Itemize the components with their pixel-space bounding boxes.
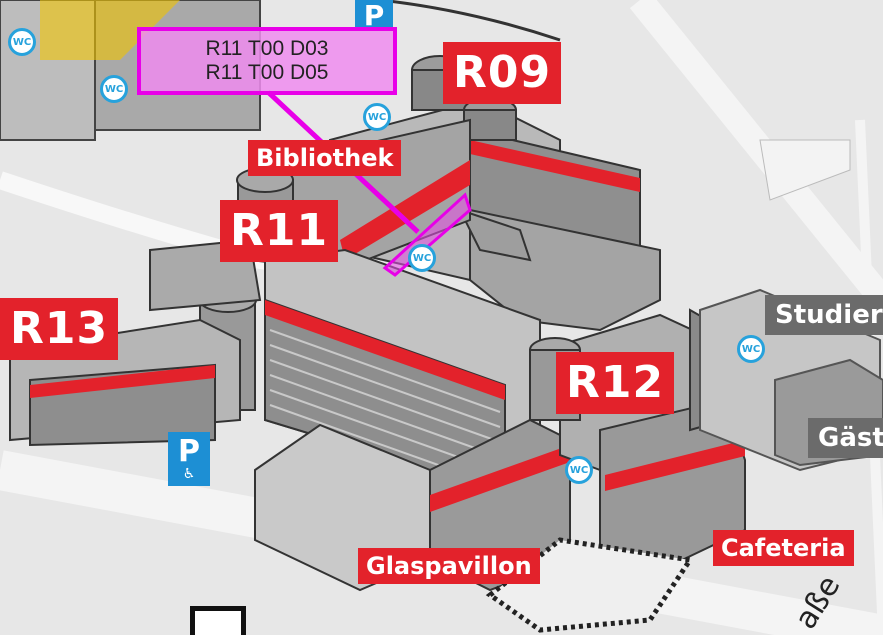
highlight-room-marker bbox=[382, 192, 472, 277]
accessible-parking-icon: P ♿ bbox=[168, 432, 210, 486]
label-studiere: Studiere bbox=[765, 295, 883, 335]
label-r13: R13 bbox=[0, 298, 119, 360]
room-highlight-box: R11 T00 D03 R11 T00 D05 bbox=[137, 27, 397, 95]
building-outline bbox=[759, 139, 851, 201]
wc-icon: WC bbox=[565, 456, 593, 484]
label-cafeteria: Cafeteria bbox=[713, 530, 854, 566]
room-label: R11 T00 D03 bbox=[205, 36, 329, 60]
label-r12: R12 bbox=[556, 352, 675, 414]
label-bibliothek: Bibliothek bbox=[248, 140, 402, 176]
wheelchair-icon: ♿ bbox=[182, 466, 196, 482]
parking-icon: P bbox=[355, 0, 393, 32]
label-gaeste: Gäst bbox=[808, 418, 883, 458]
label-r11-text: R11 bbox=[230, 205, 329, 256]
label-bibliothek-text: Bibliothek bbox=[256, 144, 394, 172]
footpath bbox=[379, 0, 561, 42]
building-top-left bbox=[40, 0, 180, 60]
building-r13 bbox=[30, 365, 215, 398]
label-r13-text: R13 bbox=[10, 303, 109, 354]
label-studiere-text: Studiere bbox=[775, 300, 883, 330]
room-label: R11 T00 D05 bbox=[205, 61, 329, 84]
label-r09: R09 bbox=[443, 42, 562, 104]
tower bbox=[463, 109, 517, 141]
courtyard-fence bbox=[485, 537, 695, 633]
wc-icon: WC bbox=[737, 335, 765, 363]
wc-icon: WC bbox=[100, 75, 128, 103]
wc-icon: WC bbox=[8, 28, 36, 56]
building-glaspavillon bbox=[430, 445, 570, 512]
stairs bbox=[458, 208, 532, 262]
label-r11: R11 bbox=[220, 200, 339, 262]
window-rows bbox=[269, 329, 501, 488]
label-r09-text: R09 bbox=[453, 47, 552, 98]
wc-icon: WC bbox=[363, 103, 391, 131]
building-r11 bbox=[265, 300, 505, 400]
parking-letter: P bbox=[178, 434, 200, 469]
wc-icon: WC bbox=[408, 244, 436, 272]
label-glaspavillon-text: Glaspavillon bbox=[366, 552, 532, 580]
label-glaspavillon: Glaspavillon bbox=[358, 548, 540, 584]
label-gaeste-text: Gäst bbox=[818, 423, 883, 453]
building-bibliothek bbox=[340, 160, 470, 260]
building-r09 bbox=[470, 140, 640, 192]
building-r12 bbox=[605, 440, 745, 491]
label-r12-text: R12 bbox=[566, 357, 665, 408]
parking-sign-partial bbox=[190, 606, 246, 635]
label-cafeteria-text: Cafeteria bbox=[721, 534, 846, 562]
